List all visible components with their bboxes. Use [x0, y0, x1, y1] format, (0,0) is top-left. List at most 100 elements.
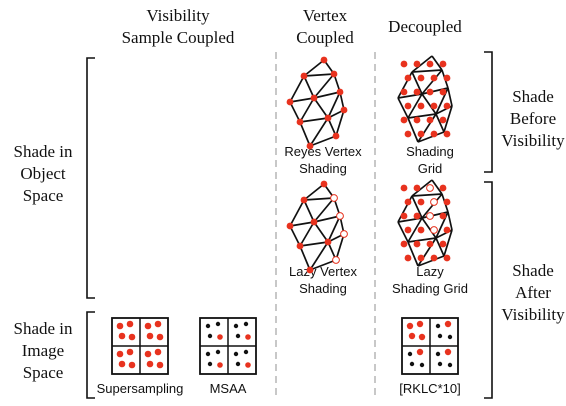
mesh-edge: [431, 179, 443, 195]
reyes-vertex-shading-mesh: [286, 56, 348, 150]
shaded-vertex-dot: [300, 196, 308, 204]
shaded-vertex-dot: [310, 218, 318, 226]
mesh-edge: [421, 69, 443, 95]
mesh-edge: [443, 105, 453, 133]
shaded-sample-dot: [416, 320, 424, 328]
visibility-sample-dot: [447, 334, 453, 340]
bracket-before-visibility: [484, 51, 493, 173]
shaded-sample-dot: [126, 348, 134, 356]
shaded-vertex-dot: [324, 238, 332, 246]
shaded-sample-dot: [128, 333, 136, 341]
row-label-shade-in-object-space: Shade in Object Space: [13, 142, 73, 205]
mesh-edge: [421, 217, 437, 239]
shaded-vertex-dot: [296, 118, 304, 126]
shaded-vertex-dot: [330, 70, 338, 78]
shaded-grid-dot: [439, 88, 447, 96]
row-label-shade-in-image-space: Shade in Image Space: [13, 319, 73, 382]
shaded-sample-dot: [217, 334, 223, 340]
mesh-edge: [443, 229, 453, 257]
caption-supersampling: Supersampling: [96, 381, 184, 396]
shaded-vertex-dot: [324, 114, 332, 122]
shaded-grid-dot: [413, 60, 421, 68]
visibility-sample-dot: [207, 361, 213, 367]
shaded-grid-dot: [400, 212, 408, 220]
mesh-edge: [407, 93, 423, 119]
shaded-sample-dot: [118, 360, 126, 368]
shaded-grid-dot: [417, 130, 425, 138]
shaded-grid-dot: [413, 116, 421, 124]
mesh-edge: [407, 217, 423, 243]
shaded-grid-dot: [443, 102, 451, 110]
shaded-grid-dot: [439, 116, 447, 124]
shaded-grid-dot: [413, 240, 421, 248]
row-label-shade-after-visibility: Shade After Visibility: [501, 261, 565, 324]
lazy-shading-grid-mesh: [397, 179, 453, 267]
mesh-edge: [335, 233, 345, 261]
shaded-grid-dot: [413, 184, 421, 192]
mesh-edge: [407, 113, 437, 119]
shaded-grid-dot: [439, 240, 447, 248]
mesh-edge: [407, 237, 437, 243]
column-header-vertex-coupled: Vertex Coupled: [296, 6, 354, 47]
mesh-edge: [417, 131, 445, 143]
caption-rklc: [RKLC*10]: [399, 381, 461, 396]
shaded-sample-dot: [444, 348, 452, 356]
shaded-grid-dot: [400, 60, 408, 68]
visibility-sample-dot: [409, 361, 415, 367]
shaded-grid-dot: [417, 254, 425, 262]
shaded-grid-dot: [404, 226, 412, 234]
shaded-sample-dot: [118, 332, 126, 340]
unshaded-grid-dot: [426, 212, 434, 220]
shaded-grid-dot: [443, 226, 451, 234]
shaded-sample-dot: [154, 320, 162, 328]
shaded-grid-dot: [443, 254, 451, 262]
mesh-edge: [397, 221, 409, 243]
mesh-edge: [411, 195, 423, 219]
visibility-sample-dot: [205, 323, 211, 329]
shaded-grid-dot: [417, 198, 425, 206]
unshaded-grid-dot: [430, 226, 438, 234]
shaded-grid-dot: [443, 130, 451, 138]
visibility-sample-dot: [215, 321, 221, 327]
shaded-grid-dot: [443, 74, 451, 82]
mesh-edge: [411, 193, 443, 197]
mesh-edge: [431, 55, 443, 71]
shaded-grid-dot: [430, 102, 438, 110]
mesh-edge: [313, 73, 335, 99]
mesh-edge: [289, 75, 305, 103]
shaded-vertex-dot: [320, 56, 328, 64]
mesh-edge: [407, 117, 419, 143]
shaded-grid-dot: [430, 254, 438, 262]
mesh-edge: [299, 221, 315, 247]
shaded-vertex-dot: [320, 180, 328, 188]
shaded-sample-dot: [444, 320, 452, 328]
shaded-vertex-dot: [332, 132, 340, 140]
shaded-grid-dot: [404, 74, 412, 82]
shaded-grid-dot: [404, 102, 412, 110]
mesh-edge: [421, 93, 437, 115]
shaded-sample-dot: [217, 362, 223, 368]
shaded-sample-dot: [126, 320, 134, 328]
mesh-edge: [289, 97, 315, 103]
shaded-grid-dot: [426, 116, 434, 124]
mesh-edge: [335, 109, 345, 137]
shaded-grid-dot: [413, 212, 421, 220]
caption-msaa: MSAA: [209, 381, 247, 396]
mesh-edge: [435, 113, 445, 133]
shaded-vertex-dot: [300, 72, 308, 80]
shaded-vertex-dot: [286, 222, 294, 230]
column-header-visibility-sample-coupled: Visibility Sample Coupled: [121, 6, 235, 47]
shaded-grid-dot: [400, 116, 408, 124]
mesh-edge: [313, 91, 341, 99]
shaded-grid-dot: [400, 88, 408, 96]
mesh-edge: [289, 225, 301, 247]
shaded-sample-dot: [406, 322, 414, 330]
shaded-grid-dot: [400, 184, 408, 192]
visibility-sample-dot: [435, 323, 441, 329]
mesh-edge: [303, 75, 315, 99]
mesh-edge: [313, 197, 335, 223]
mesh-edge: [289, 221, 315, 227]
visibility-sample-dot: [419, 362, 425, 368]
shaded-vertex-dot: [336, 88, 344, 96]
